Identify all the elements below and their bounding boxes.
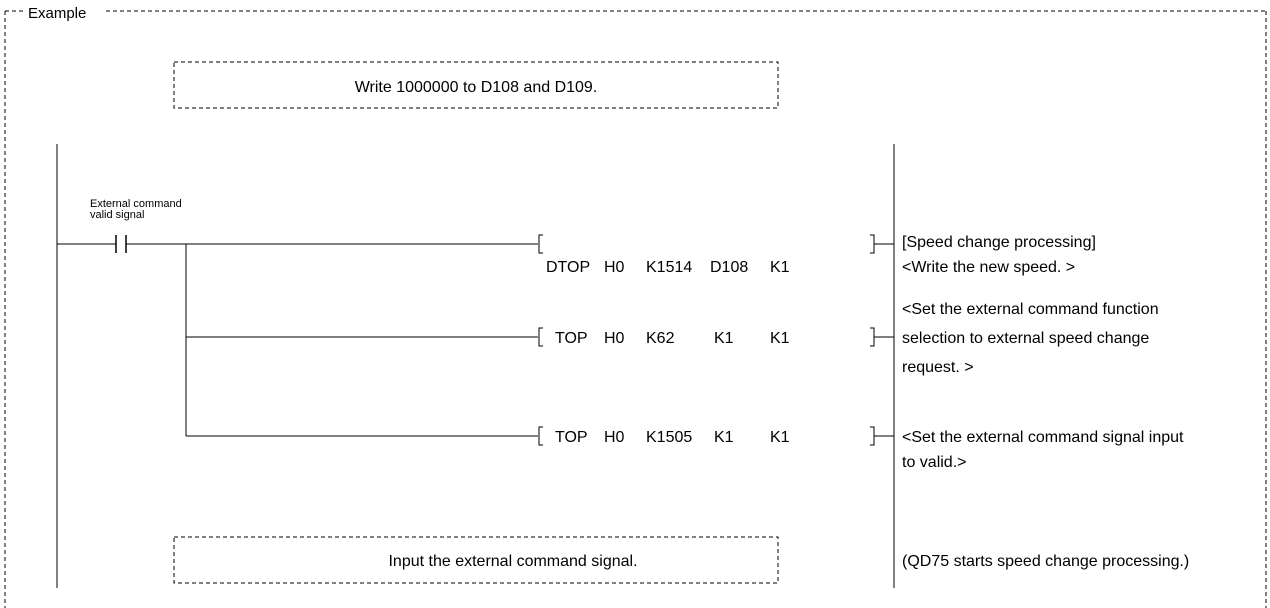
comment-3-line1: <Set the external command signal input [902,429,1184,446]
rung-1: DTOP H0 K1514 D108 K1 [57,234,894,276]
instruction-3-operand: H0 [604,429,625,446]
contact-label-line1: External command [90,198,182,210]
comments: [Speed change processing] <Write the new… [902,234,1189,570]
instruction-1-operand: K1 [770,259,790,276]
comment-2-line2: selection to external speed change [902,330,1149,347]
comment-2-line3: request. > [902,359,974,376]
instruction-2-operand: H0 [604,330,625,347]
comment-3-line2: to valid.> [902,454,966,471]
instruction-1-operand: D108 [710,259,748,276]
instruction-1-op: DTOP [546,259,590,276]
instruction-2-operand: K1 [770,330,790,347]
comment-4: (QD75 starts speed change processing.) [902,553,1189,570]
example-frame: Example [4,5,1267,608]
contact-label-line2: valid signal [90,209,144,221]
frame-title: Example [28,5,86,22]
instruction-1-operand: H0 [604,259,625,276]
instruction-3-operand: K1505 [646,429,692,446]
instruction-3-op: TOP [555,429,588,446]
instruction-2-op: TOP [555,330,588,347]
contact-external-command-valid [115,235,127,253]
note-bottom-text: Input the external command signal. [388,553,637,570]
instruction-2-operand: K62 [646,330,675,347]
instruction-2-operand: K1 [714,330,734,347]
comment-1-line2: <Write the new speed. > [902,259,1075,276]
instruction-3: TOP H0 K1505 K1 K1 [555,429,790,446]
instruction-2: TOP H0 K62 K1 K1 [555,330,790,347]
note-box-bottom: Input the external command signal. [173,536,779,584]
comment-2-line1: <Set the external command function [902,301,1159,318]
note-top-text: Write 1000000 to D108 and D109. [355,79,598,96]
instruction-3-operand: K1 [714,429,734,446]
instruction-1-operand: K1514 [646,259,692,276]
note-box-top: Write 1000000 to D108 and D109. [173,61,779,109]
rung-2: TOP H0 K62 K1 K1 [186,327,894,347]
comment-1-line1: [Speed change processing] [902,234,1096,251]
instruction-3-operand: K1 [770,429,790,446]
instruction-1: DTOP H0 K1514 D108 K1 [546,259,790,276]
rung-3: TOP H0 K1505 K1 K1 [186,426,894,446]
